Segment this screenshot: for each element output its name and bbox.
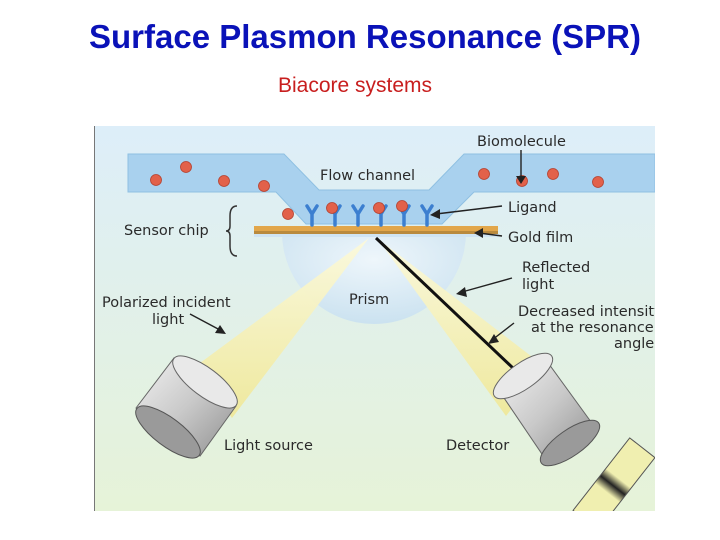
decreased-intensity-label-line1: Decreased intensity [518, 304, 655, 320]
ligand-label: Ligand [508, 200, 557, 216]
gold-film [254, 226, 498, 231]
dark-resonance-line [374, 236, 536, 390]
flow-channel-label: Flow channel [320, 168, 415, 184]
biomolecule [478, 168, 490, 180]
spr-diagram-svg: Biomolecule Flow channel Ligand Sensor c… [94, 126, 655, 511]
biomolecule [326, 202, 338, 214]
polarized-light-label-line1: Polarized incident [102, 295, 231, 311]
light-source-cylinder [135, 355, 238, 459]
detector-cylinder [492, 352, 601, 467]
biomolecule [150, 174, 162, 186]
decreased-intensity-label-line3: angle [614, 336, 654, 352]
detector-strip [572, 437, 655, 511]
light-source-label: Light source [224, 438, 313, 454]
biomolecule-label: Biomolecule [477, 134, 566, 150]
slide-title: Surface Plasmon Resonance (SPR) [88, 18, 641, 55]
sensor-chip-brace [225, 205, 238, 257]
prism [282, 232, 466, 324]
prism-label: Prism [349, 292, 389, 308]
arrows [189, 150, 526, 344]
reflected-light-arrow [461, 277, 513, 293]
biomolecules [150, 161, 604, 220]
biomolecule [258, 180, 270, 192]
gold-film-edge [254, 231, 498, 234]
chip-glass [254, 234, 498, 237]
ligand [420, 204, 434, 227]
flow-channel [127, 153, 655, 225]
slide-subtitle: Biacore systems [277, 74, 433, 97]
biomolecule [396, 200, 408, 212]
biomolecule [373, 202, 385, 214]
biomolecule [592, 176, 604, 188]
spr-diagram: Biomolecule Flow channel Ligand Sensor c… [94, 126, 655, 511]
biomolecule [218, 175, 230, 187]
biomolecule [180, 161, 192, 173]
detector-label: Detector [446, 438, 509, 454]
polarized-light-label-line2: light [152, 312, 184, 328]
ligand [351, 204, 365, 227]
incident-beam [196, 238, 369, 418]
decreased-intensity-label-line2: at the resonance [531, 320, 654, 336]
biomolecule [282, 208, 294, 220]
reflected-beam [377, 238, 544, 416]
ligand-arrow [435, 205, 503, 215]
reflected-light-label-line2: light [522, 277, 554, 293]
gold-film-label: Gold film [508, 230, 573, 246]
ligand [305, 204, 319, 227]
sensor-chip-label: Sensor chip [124, 223, 209, 239]
biomolecule [547, 168, 559, 180]
polarized-light-arrow [189, 313, 221, 331]
reflected-light-label-line1: Reflected [522, 260, 590, 276]
